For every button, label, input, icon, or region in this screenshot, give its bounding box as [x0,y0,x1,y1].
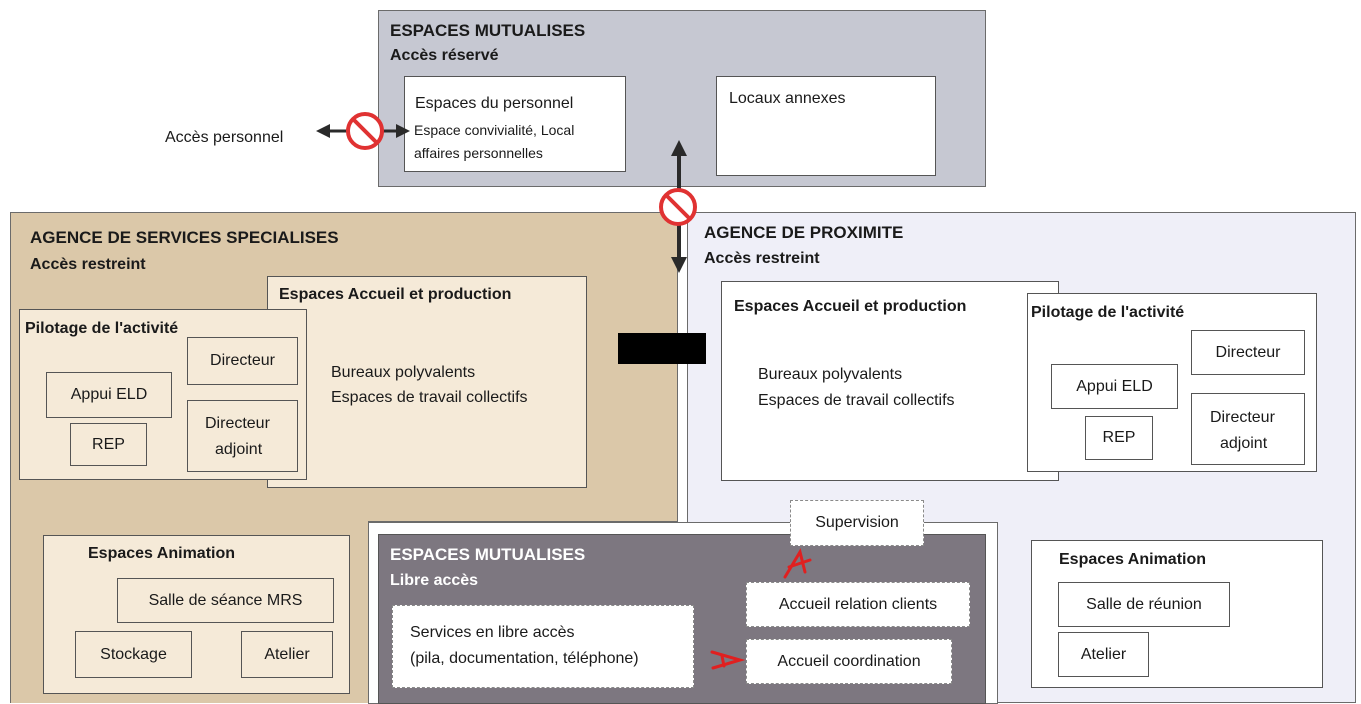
specialises-animation-title: Espaces Animation [88,545,236,562]
red-marker-supervision [783,548,812,579]
zone-mutualises-reserve-title: ESPACES MUTUALISES [390,21,586,40]
proximite-adjoint-line1: Directeur [1210,409,1275,426]
espaces-personnel-line1: Espace convivialité, Local [414,122,575,138]
proximite-appui-eld: Appui ELD [1051,364,1178,409]
specialises-rep: REP [70,423,147,466]
specialises-accueil-title: Espaces Accueil et production [279,286,512,303]
proximite-rep: REP [1085,416,1153,460]
agence-proximite-subtitle: Accès restreint [704,250,820,267]
no-entry-icon [346,112,384,150]
specialises-stockage: Stockage [75,631,192,678]
specialises-atelier: Atelier [241,631,333,678]
no-entry-icon [659,188,697,226]
zone-mutualises-libre-subtitle: Libre accès [390,572,479,589]
services-libre-acces-line1: Services en libre accès [410,624,575,641]
proximite-adjoint-line2: adjoint [1220,435,1268,452]
specialises-directeur: Directeur [187,337,298,385]
accueil-relation-clients: Accueil relation clients [746,582,970,627]
acces-personnel-label: Accès personnel [165,129,284,146]
specialises-travail: Espaces de travail collectifs [331,389,528,406]
specialises-bureaux: Bureaux polyvalents [331,364,476,381]
agence-proximite-title: AGENCE DE PROXIMITE [704,223,904,242]
espaces-personnel-line2: affaires personnelles [414,145,543,161]
services-libre-acces-line2: (pila, documentation, téléphone) [410,650,639,667]
proximite-accueil-box [721,281,1059,481]
red-marker-coordination [710,650,746,670]
supervision-box: Supervision [790,500,924,546]
proximite-directeur: Directeur [1191,330,1305,375]
zone-mutualises-libre-title: ESPACES MUTUALISES [390,545,586,564]
proximite-salle-reunion: Salle de réunion [1058,582,1230,627]
specialises-directeur-adjoint [187,400,298,472]
specialises-pilotage-title: Pilotage de l'activité [25,320,179,337]
espaces-personnel-box [404,76,626,172]
agence-specialises-title: AGENCE DE SERVICES SPECIALISES [30,228,339,247]
espaces-personnel-title: Espaces du personnel [415,95,574,112]
specialises-appui-eld: Appui ELD [46,372,172,418]
specialises-accueil-box [267,276,587,488]
proximite-animation-title: Espaces Animation [1059,551,1207,568]
agence-specialises-subtitle: Accès restreint [30,256,146,273]
proximite-pilotage-title: Pilotage de l'activité [1031,304,1185,321]
locaux-annexes-label: Locaux annexes [729,90,846,107]
specialises-adjoint-line2: adjoint [215,441,263,458]
specialises-adjoint-line1: Directeur [205,415,270,432]
locaux-annexes-box [716,76,936,176]
barrier-bar [618,333,706,364]
proximite-bureaux: Bureaux polyvalents [758,366,903,383]
proximite-travail: Espaces de travail collectifs [758,392,955,409]
accueil-coordination: Accueil coordination [746,639,952,684]
specialises-salle-mrs: Salle de séance MRS [117,578,334,623]
zone-mutualises-reserve-subtitle: Accès réservé [390,47,499,64]
services-libre-acces-box [392,605,694,688]
proximite-atelier: Atelier [1058,632,1149,677]
proximite-directeur-adjoint [1191,393,1305,465]
proximite-accueil-title: Espaces Accueil et production [734,298,967,315]
